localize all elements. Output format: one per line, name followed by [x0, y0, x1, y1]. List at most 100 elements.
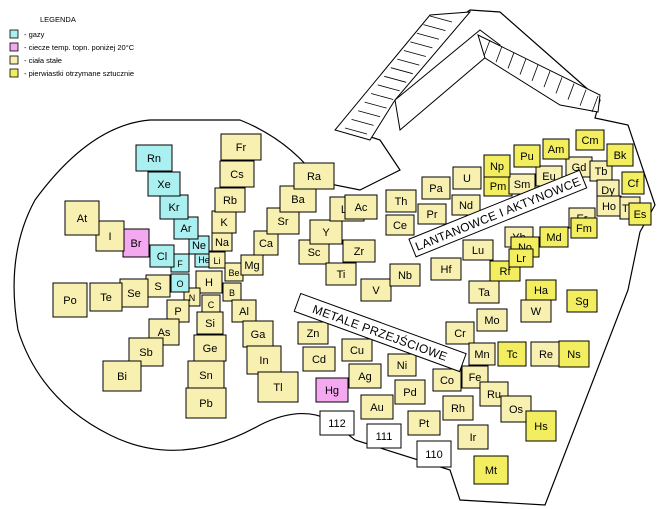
element-cell-pd: Pd [394, 379, 426, 405]
element-cell-box [575, 129, 605, 151]
element-cell-box [387, 353, 417, 377]
element-symbol: Nd [459, 200, 473, 212]
element-symbol: Rf [500, 266, 512, 278]
element-cell-bk: Bk [606, 143, 634, 167]
element-cell-box [149, 244, 175, 268]
element-cell-box [442, 395, 474, 421]
element-symbol: Ge [203, 343, 218, 355]
element-symbol: B [229, 288, 235, 298]
element-symbol: C [208, 300, 215, 310]
element-cell-box [621, 171, 645, 195]
element-symbol: 111 [376, 431, 393, 443]
hatch-line [403, 50, 426, 57]
element-symbol: Gd [572, 162, 587, 174]
element-symbol: Cl [157, 251, 167, 263]
element-symbol: Bi [117, 371, 127, 383]
element-cell-tc: Tc [497, 341, 527, 367]
element-symbol: Pa [429, 183, 443, 195]
element-cell-box [366, 423, 402, 449]
legend-swatch [9, 68, 19, 78]
element-symbol: Sg [575, 296, 588, 308]
element-symbol: Cf [628, 178, 640, 190]
element-symbol: Rb [223, 195, 237, 207]
element-cell-u: U [452, 166, 482, 190]
outline-silhouette [13, 9, 656, 506]
element-cell-gd: Gd [565, 156, 593, 178]
element-cell-fr: Fr [220, 133, 262, 161]
element-cell-mo: Mo [476, 308, 508, 332]
element-cell-box [468, 342, 496, 366]
element-symbol: Ni [397, 360, 407, 372]
element-symbol: Sn [199, 370, 212, 382]
element-symbol: Am [548, 144, 565, 156]
element-symbol: Sr [278, 216, 289, 228]
element-symbol: Tb [595, 166, 608, 178]
element-symbol: 110 [425, 449, 443, 461]
element-cell-box [421, 176, 451, 200]
element-cell-111: 111 [366, 423, 402, 449]
hatched-stem [334, 11, 601, 141]
element-cell-box [558, 340, 590, 368]
element-symbol: Lu [472, 245, 484, 257]
element-cell-bi: Bi [102, 360, 142, 392]
element-symbol: Ns [567, 349, 581, 361]
hatch-line [344, 127, 368, 135]
element-symbol: V [372, 285, 380, 297]
element-cell-box [385, 189, 417, 213]
element-cell-box [95, 220, 125, 252]
element-cell-lu: Lu [462, 239, 494, 261]
element-cell-box [483, 154, 511, 178]
element-cell-box [473, 455, 509, 485]
element-cell-box [135, 144, 173, 172]
element-cell-ge: Ge [193, 334, 227, 362]
element-symbol: U [463, 173, 471, 185]
legend-label: - ciała stałe [24, 56, 62, 65]
element-symbol: Xe [157, 179, 170, 191]
element-symbol: Ag [358, 371, 371, 383]
hatch-line [483, 39, 491, 57]
element-symbol: Re [539, 349, 553, 361]
element-cell-ga: Ga [242, 320, 274, 348]
element-cell-box [193, 334, 227, 362]
element-symbol: Bk [614, 150, 627, 162]
hatch-line [390, 67, 413, 75]
element-symbol: F [177, 259, 183, 269]
element-symbol: Ti [337, 269, 346, 281]
element-cell-box [570, 217, 598, 239]
element-cell-al: Al [231, 299, 257, 323]
element-cell-box [52, 282, 88, 318]
element-cell-pr: Pr [417, 203, 447, 225]
element-symbol: Na [215, 237, 230, 249]
element-cell-hs: Hs [525, 410, 557, 442]
element-symbol: Ac [355, 202, 368, 214]
hatch-line [579, 89, 587, 106]
element-symbol: Hs [534, 421, 548, 433]
element-symbol: Ce [393, 220, 407, 232]
element-cell-hf: Hf [430, 257, 462, 281]
element-cell-box [468, 280, 500, 304]
element-symbol: Se [127, 288, 140, 300]
element-symbol: Os [509, 404, 524, 416]
hatch-line [531, 64, 539, 82]
element-cell-i: I [95, 220, 125, 252]
element-cell-nd: Nd [451, 194, 481, 216]
element-symbol: Cu [350, 345, 364, 357]
element-symbol: Te [100, 292, 112, 304]
element-cell-ns: Ns [558, 340, 590, 368]
element-cell-pm: Pm [483, 175, 513, 197]
element-symbol: Po [63, 295, 76, 307]
element-symbol: Ar [181, 223, 192, 235]
element-cell-box [170, 273, 190, 293]
element-cell-in: In [246, 345, 282, 375]
element-cell-se: Se [119, 278, 149, 308]
element-cell-cd: Cd [302, 346, 336, 372]
element-cell-box [348, 363, 382, 389]
element-cell-am: Am [542, 138, 570, 160]
element-cell-box [102, 360, 142, 392]
element-cell-es: Es [628, 202, 652, 226]
element-cell-ha: Ha [525, 279, 557, 301]
element-cell-zr: Zr [342, 239, 376, 263]
element-symbol: Hf [441, 264, 453, 276]
element-symbol: Co [440, 375, 454, 387]
element-cell-box [513, 144, 541, 168]
